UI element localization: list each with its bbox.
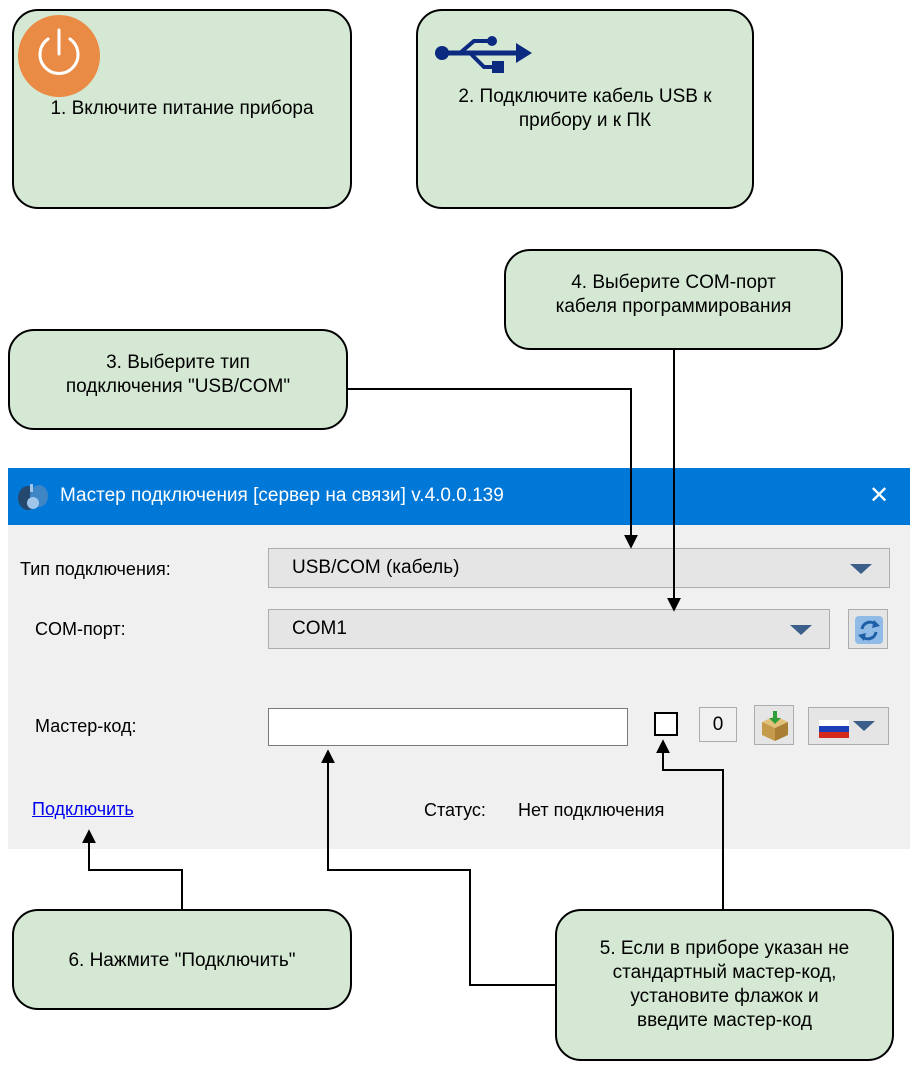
com-port-value: COM1 [292, 618, 347, 639]
window-title: Мастер подключения [сервер на связи] v.4… [60, 485, 504, 506]
close-button[interactable]: ✕ [868, 482, 890, 509]
arrow-step5-checkbox [656, 739, 724, 909]
package-icon [762, 711, 788, 741]
com-port-select[interactable]: COM1 [268, 609, 830, 649]
chevron-down-icon [853, 721, 875, 731]
step3-text: 3. Выберите тип подключения "USB/COM" [65, 352, 291, 397]
connection-type-value: USB/COM (кабель) [292, 557, 460, 578]
step1-text: 1. Включите питание прибора [50, 98, 314, 119]
arrow-step5-input [321, 749, 555, 986]
step6-callout: 6. Нажмите "Подключить" [12, 909, 352, 1010]
com-port-label: COM-порт: [35, 619, 126, 639]
titlebar: Мастер подключения [сервер на связи] v.4… [8, 468, 910, 525]
language-select[interactable] [808, 707, 889, 745]
package-button[interactable] [754, 705, 794, 745]
step6-text: 6. Нажмите "Подключить" [68, 950, 296, 971]
russian-flag-icon [819, 720, 849, 738]
connection-wizard-window: Мастер подключения [сервер на связи] v.4… [8, 468, 910, 849]
step4-text: 4. Выберите COM-порт кабеля программиров… [555, 272, 792, 317]
app-icon [18, 484, 48, 510]
master-code-label: Мастер-код: [35, 716, 137, 736]
connection-type-select[interactable]: USB/COM (кабель) [268, 548, 890, 588]
arrow-step6 [82, 829, 183, 909]
step2-callout: 2. Подключите кабель USB к прибору и к П… [416, 9, 754, 209]
status-label: Статус: [424, 800, 486, 820]
usb-icon [435, 36, 532, 73]
chevron-down-icon [790, 625, 812, 635]
refresh-ports-button[interactable] [848, 609, 888, 649]
power-icon [18, 15, 100, 97]
status-value: Нет подключения [518, 800, 665, 820]
connection-type-label: Тип подключения: [20, 559, 171, 579]
step5-text: 5. Если в приборе указан не стандартный … [599, 938, 850, 1031]
step1-callout: 1. Включите питание прибора [12, 9, 352, 209]
chevron-down-icon [850, 564, 872, 574]
master-code-input[interactable] [268, 708, 628, 746]
connect-link[interactable]: Подключить [32, 799, 134, 819]
master-code-checkbox[interactable] [654, 712, 678, 736]
step3-callout: 3. Выберите тип подключения "USB/COM" [8, 329, 348, 430]
step4-callout: 4. Выберите COM-порт кабеля программиров… [504, 249, 843, 350]
refresh-icon [855, 616, 883, 644]
step2-text: 2. Подключите кабель USB к прибору и к П… [458, 86, 712, 131]
arrow-step3 [348, 388, 638, 549]
step5-callout: 5. Если в приборе указан не стандартный … [555, 909, 894, 1061]
counter-field: 0 [699, 707, 737, 742]
